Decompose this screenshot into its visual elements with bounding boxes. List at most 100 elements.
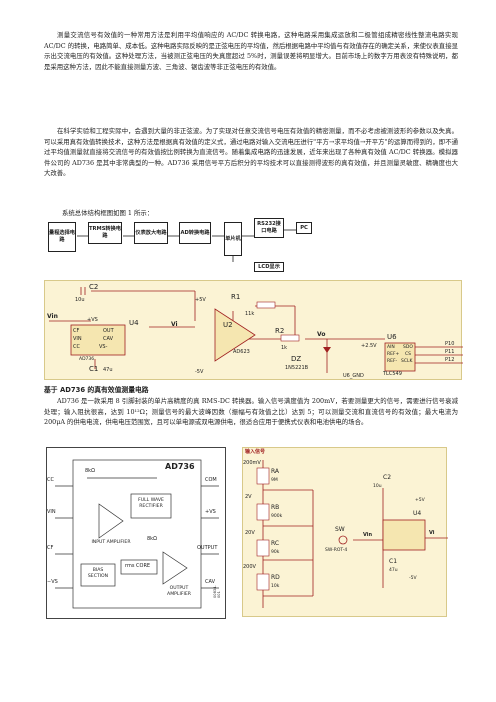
u4-label: U4 <box>129 319 139 327</box>
c1-label: C1 <box>89 365 99 373</box>
resistor-8k-top: 8kΩ <box>85 468 95 474</box>
pin-cc-label: CC <box>47 477 54 483</box>
pin-com-label: COM <box>205 477 217 483</box>
rd-label: RD <box>271 574 280 581</box>
pin-ain: AIN <box>387 345 395 350</box>
vi-label: Vi <box>171 321 178 328</box>
rc-value: 90k <box>271 550 280 555</box>
section-heading: 基于 AD736 的真有效值测量电路 <box>44 386 149 394</box>
pc-block: PC <box>296 222 312 234</box>
vi-label-2: Vi <box>429 530 435 536</box>
pin-vs-plus: +VS <box>87 317 98 323</box>
range-select-schematic: 输入信号 200mV RA 9M 2V RB 900k 20V RC 90k 2… <box>242 447 448 617</box>
dz-label: DZ <box>291 355 302 363</box>
u4-part: AD736 <box>79 357 95 362</box>
range-2v: 2V <box>245 494 252 500</box>
plus5v-label-2: +5V <box>415 498 425 503</box>
c1-label-2: C1 <box>389 558 398 565</box>
paragraph-ad736: AD736 是一款采用 8 引脚封装的单片高精度的真 RMS-DC 转换器。输入… <box>44 397 458 427</box>
range-200mv: 200mV <box>243 460 261 466</box>
sw-value: SW-ROT-4 <box>325 548 348 553</box>
ad736-block-diagram: AD736 8kΩ CC VIN CF −VS COM +VS OUTPUT C… <box>46 447 226 619</box>
u6-label: U6 <box>387 333 397 341</box>
r2-label: R2 <box>275 327 285 335</box>
pin-vin-label: VIN <box>47 509 56 515</box>
dz-value: 1N5221B <box>285 365 309 371</box>
pin-cf: CF <box>73 328 80 334</box>
resistor-8k-mid: 8kΩ <box>147 536 157 542</box>
pin-vs-minus: VS- <box>99 344 108 350</box>
range-200v: 200V <box>243 564 256 570</box>
v25-label: +2.5V <box>361 343 377 349</box>
input-signal-label: 输入信号 <box>245 449 266 455</box>
c2-value: 10u <box>75 297 85 303</box>
range-20v: 20V <box>245 530 255 536</box>
c2-label: C2 <box>89 283 99 291</box>
paragraph-intro: 测量交流信号有效值的一种常用方法是利用平均值响应的 AC/DC 转换电路，这种电… <box>44 31 458 71</box>
pin-cs: CS <box>405 352 411 357</box>
rb-label: RB <box>271 504 280 511</box>
bias-section-label: BIAS SECTION <box>87 568 109 579</box>
pin-cc: CC <box>73 344 80 350</box>
ad736-title: AD736 <box>165 462 195 471</box>
pin-vin: VIN <box>73 336 82 342</box>
plus5v-label: +5V <box>195 297 206 303</box>
input-amp-label: INPUT AMPLIFIER <box>91 540 131 545</box>
port-p11: P11 <box>445 349 455 355</box>
rb-value: 900k <box>271 514 283 519</box>
pin-cav: CAV <box>103 336 114 342</box>
u6-part: TLC549 <box>383 371 402 377</box>
c1-value: 47u <box>103 367 113 373</box>
rd-value: 10k <box>271 584 280 589</box>
range-select-wiring <box>256 460 448 608</box>
pin-cav-label: CAV <box>205 579 216 585</box>
figure-id: 00834-001 <box>213 585 221 598</box>
ad736-wiring <box>55 459 219 609</box>
ra-value: 9M <box>271 478 278 483</box>
main-circuit-schematic: C2 10u U4 Vin CF VIN CC OUT CAV VS- +VS … <box>44 280 463 380</box>
port-p12: P12 <box>445 357 455 363</box>
r1-value: 11k <box>245 311 255 317</box>
trms-block: TRMS转换电路 <box>88 222 122 244</box>
u2-part: AD623 <box>233 349 250 355</box>
u2-label: U2 <box>223 321 233 329</box>
paragraph-trms: 在科学实验和工程实际中，会遇到大量的非正弦波。为了实现对任意交流信号电压有效值的… <box>44 127 458 178</box>
range-select-block: 量程选择电路 <box>48 222 76 252</box>
rc-label: RC <box>271 540 280 547</box>
pin-vs-neg-label: −VS <box>47 579 58 585</box>
pin-ref-plus: REF+ <box>387 352 400 357</box>
minus5v-label-2: -5V <box>409 576 417 581</box>
circuit-wiring <box>49 287 463 373</box>
minus5v-label: -5V <box>195 369 204 375</box>
adc-block: AD转换电路 <box>179 222 211 244</box>
gnd-label: U6_GND <box>343 373 364 379</box>
r1-label: R1 <box>231 293 241 301</box>
lcd-block: LCD显示 <box>254 262 284 272</box>
pin-vs-pos-label: +VS <box>205 509 216 515</box>
pin-sclk: SCLK <box>401 359 413 364</box>
sw-label: SW <box>335 526 345 533</box>
rms-core-label: rms CORE <box>125 563 151 569</box>
pin-sdo: SDO <box>403 345 413 350</box>
vin-label: Vin <box>47 313 58 320</box>
u4-label-2: U4 <box>413 510 422 517</box>
r2-value: 1k <box>281 345 288 351</box>
ra-label: RA <box>271 468 280 475</box>
c2-value-2: 10u <box>373 484 382 489</box>
pin-out: OUT <box>103 328 114 334</box>
system-block-diagram <box>77 229 296 262</box>
mcu-block: 单片机 <box>224 222 242 256</box>
pin-output-label: OUTPUT <box>197 545 218 551</box>
amp-block: 仪表放大电路 <box>134 222 168 244</box>
vo-label: Vo <box>317 331 326 338</box>
vin-label-2: Vin <box>363 532 373 538</box>
c1-value-2: 47u <box>389 568 398 573</box>
pin-cf-label: CF <box>47 545 54 551</box>
output-amp-label: OUTPUT AMPLIFIER <box>167 586 191 597</box>
pin-ref-minus: REF- <box>387 359 398 364</box>
figure-caption: 系统总体结构框图如图 1 所示： <box>62 209 154 217</box>
rs232-block: RS232接口电路 <box>254 218 284 238</box>
full-wave-label: FULL WAVE RECTIFIER <box>138 498 164 509</box>
port-p10: P10 <box>445 341 455 347</box>
c2-label-2: C2 <box>383 474 392 481</box>
